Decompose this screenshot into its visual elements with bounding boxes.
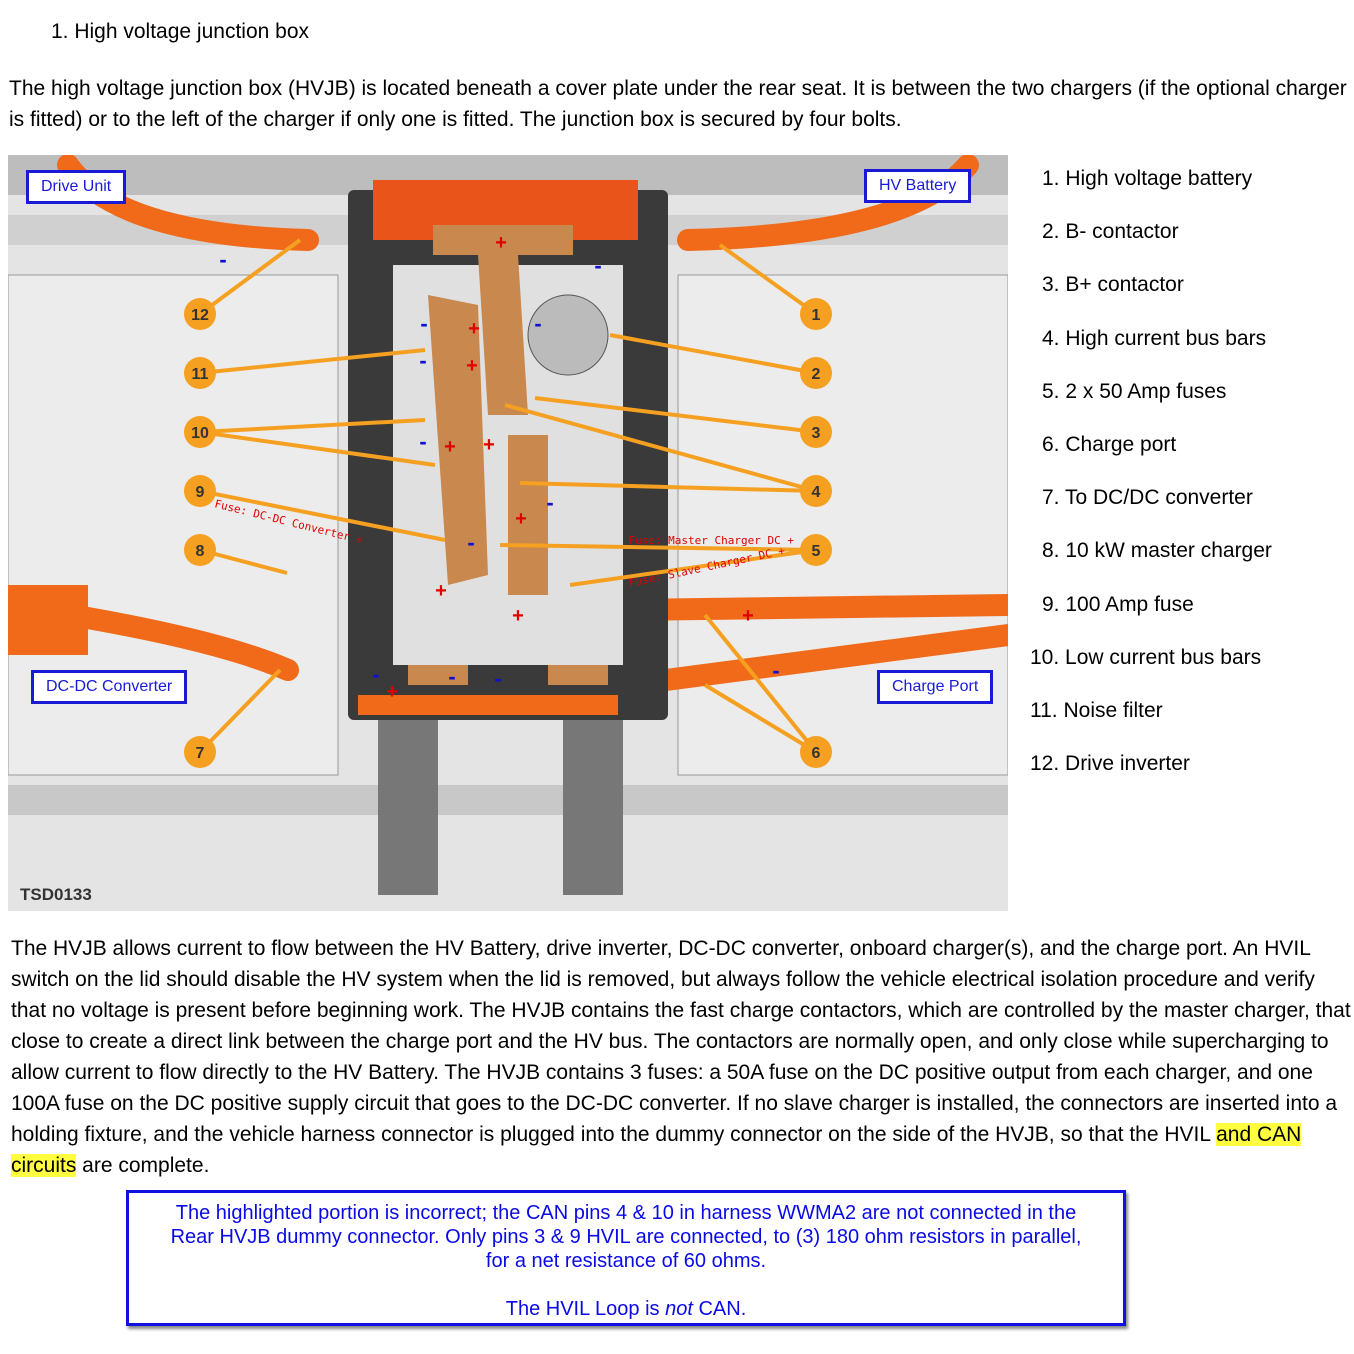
svg-text:-: - — [419, 348, 426, 373]
svg-text:+: + — [466, 355, 478, 377]
hvjb-illustration: +++ +++ ++++ ---- ---- ---- 12 11 10 9 8… — [0, 154, 1019, 911]
component-legend: 1. High voltage battery 2. B- contactor … — [1030, 165, 1272, 803]
label-charge-port: Charge Port — [877, 670, 994, 704]
callout-6: 6 — [800, 736, 832, 768]
note-conclusion: The HVIL Loop is not CAN. — [129, 1297, 1123, 1321]
svg-text:12: 12 — [191, 307, 209, 324]
body-text: The HVJB allows current to flow between … — [11, 937, 1351, 1146]
svg-text:10: 10 — [191, 425, 209, 442]
callout-9: 9 — [184, 475, 216, 507]
svg-text:6: 6 — [812, 745, 821, 762]
svg-text:-: - — [546, 490, 553, 515]
callout-8: 8 — [184, 534, 216, 566]
legend-item: 10. Low current bus bars — [1030, 645, 1262, 669]
hvjb-diagram: +++ +++ ++++ ---- ---- ---- 12 11 10 9 8… — [0, 154, 1019, 911]
svg-text:-: - — [372, 662, 379, 687]
svg-text:+: + — [468, 318, 480, 340]
svg-text:+: + — [515, 508, 527, 530]
body-text-end: are complete. — [76, 1154, 210, 1177]
note-text: The HVIL Loop is — [505, 1298, 666, 1320]
svg-text:+: + — [512, 605, 524, 627]
label-hv-battery: HV Battery — [864, 169, 972, 203]
svg-text:-: - — [419, 429, 426, 454]
svg-text:-: - — [594, 253, 601, 278]
svg-text:4: 4 — [812, 484, 821, 501]
legend-item: 2. B- contactor — [1042, 220, 1179, 244]
svg-text:1: 1 — [812, 307, 821, 324]
svg-text:+: + — [742, 605, 754, 627]
legend-item: 12. Drive inverter — [1030, 752, 1190, 776]
callout-2: 2 — [800, 357, 832, 389]
callout-4: 4 — [800, 475, 832, 507]
reference-code: TSD0133 — [20, 885, 92, 904]
correction-note: The highlighted portion is incorrect; th… — [126, 1190, 1126, 1326]
legend-item: 11. Noise filter — [1030, 698, 1163, 722]
legend-item: 8. 10 kW master charger — [1042, 539, 1272, 563]
note-paragraph: The highlighted portion is incorrect; th… — [170, 1202, 1082, 1272]
svg-text:-: - — [467, 530, 474, 555]
svg-text:-: - — [772, 658, 779, 683]
legend-item: 3. B+ contactor — [1042, 273, 1184, 297]
svg-text:11: 11 — [192, 366, 209, 383]
callout-7: 7 — [184, 736, 216, 768]
svg-text:+: + — [435, 580, 447, 602]
callout-5: 5 — [800, 534, 832, 566]
svg-text:3: 3 — [812, 425, 821, 442]
legend-item: 6. Charge port — [1042, 432, 1177, 456]
svg-text:7: 7 — [196, 745, 205, 762]
legend-item: 9. 100 Amp fuse — [1042, 592, 1194, 616]
callout-12: 12 — [184, 298, 216, 330]
svg-text:-: - — [219, 247, 226, 272]
svg-text:-: - — [420, 311, 427, 336]
svg-text:2: 2 — [812, 366, 821, 383]
callout-10: 10 — [184, 416, 216, 448]
section-heading: 1. High voltage junction box — [51, 20, 309, 43]
svg-text:+: + — [483, 434, 495, 456]
label-dcdc-converter: DC-DC Converter — [31, 670, 188, 704]
legend-item: 4. High current bus bars — [1042, 326, 1267, 350]
svg-text:-: - — [448, 664, 455, 689]
label-drive-unit: Drive Unit — [26, 170, 127, 204]
legend-item: 7. To DC/DC converter — [1042, 486, 1253, 510]
svg-text:-: - — [534, 311, 541, 336]
fuse-label-master: Fuse: Master Charger DC + — [628, 534, 794, 547]
svg-text:-: - — [494, 666, 501, 691]
note-emphasis: not — [665, 1298, 693, 1320]
svg-text:+: + — [444, 436, 456, 458]
body-paragraph: The HVJB allows current to flow between … — [11, 933, 1351, 1181]
svg-text:9: 9 — [196, 484, 205, 501]
callout-1: 1 — [800, 298, 832, 330]
legend-item: 1. High voltage battery — [1042, 167, 1253, 190]
callout-3: 3 — [800, 416, 832, 448]
svg-text:+: + — [386, 681, 398, 703]
svg-text:8: 8 — [196, 543, 205, 560]
intro-paragraph: The high voltage junction box (HVJB) is … — [9, 77, 1347, 131]
svg-text:5: 5 — [812, 543, 821, 560]
svg-text:+: + — [495, 232, 507, 254]
callout-11: 11 — [184, 357, 216, 389]
note-text-end: CAN. — [692, 1298, 747, 1320]
legend-item: 5. 2 x 50 Amp fuses — [1042, 379, 1227, 403]
